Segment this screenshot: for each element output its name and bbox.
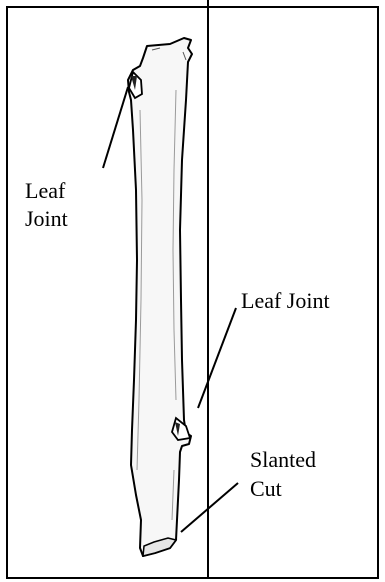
label-leaf-joint-upper: Leaf Joint bbox=[25, 178, 71, 231]
label-slanted-cut: Slanted Cut bbox=[250, 447, 322, 501]
label-leaf-joint-upper-line1: Leaf bbox=[25, 178, 66, 203]
pointer-upper-leaf-joint bbox=[103, 87, 128, 168]
lower-leaf-joint-bud bbox=[172, 418, 190, 440]
label-slanted-cut-line1: Slanted bbox=[250, 447, 316, 472]
stem-cutting bbox=[128, 38, 192, 556]
pointer-lower-leaf-joint bbox=[198, 308, 236, 408]
stem-outline bbox=[128, 38, 192, 556]
label-slanted-cut-line2: Cut bbox=[250, 476, 282, 501]
label-leaf-joint-upper-line2: Joint bbox=[25, 206, 68, 231]
pointer-slanted-cut bbox=[181, 483, 238, 532]
label-leaf-joint-lower: Leaf Joint bbox=[241, 288, 330, 313]
